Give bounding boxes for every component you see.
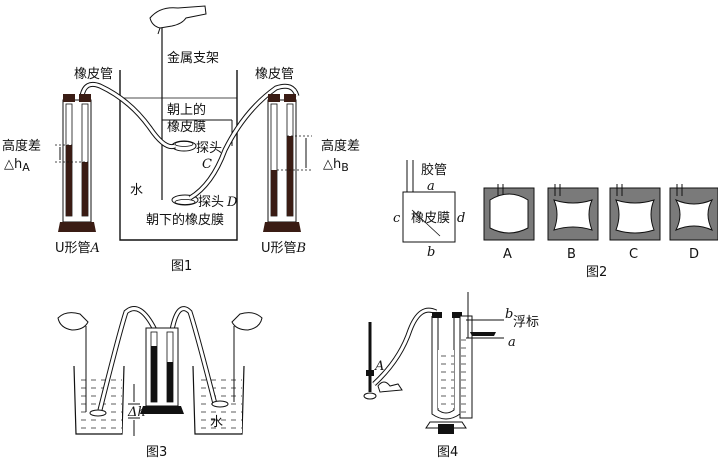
clamp-a	[366, 370, 374, 376]
option-b-label: B	[567, 247, 576, 262]
water-label: 水	[210, 415, 223, 430]
height-diff-right-label: 高度差	[321, 138, 360, 154]
rubber-tube-left	[79, 81, 176, 150]
u-tube-center	[140, 327, 184, 414]
flame-icon	[377, 381, 403, 393]
side-d-label: d	[457, 211, 465, 226]
u-tube-a	[58, 94, 96, 232]
figure-1: 橡皮管 橡皮管 金属支架 朝上的 橡皮膜 探头 C 水 探头 D 朝下的橡皮膜 …	[2, 5, 360, 274]
side-c-label: c	[393, 211, 401, 226]
beaker-left	[73, 365, 125, 435]
probe-left	[89, 409, 107, 417]
hand-icon	[231, 312, 263, 331]
hose-left	[98, 307, 157, 411]
hose-right	[170, 307, 217, 405]
u-tube-a-label: U形管A	[55, 241, 100, 256]
figure-1-caption: 图1	[171, 259, 192, 274]
probe-c-letter: C	[202, 157, 212, 172]
side-a-label: a	[427, 179, 435, 194]
hand-icon	[149, 5, 207, 35]
metal-stand-label: 金属支架	[167, 50, 219, 66]
membrane-up-label-1: 朝上的	[167, 102, 206, 118]
rubber-tube-right-label: 橡皮管	[255, 67, 294, 82]
option-box-b	[547, 184, 599, 241]
membrane-label: 橡皮膜	[411, 211, 450, 226]
float-label: 浮标	[513, 315, 539, 330]
option-a-label: A	[503, 247, 512, 262]
probe-c-label: 探头	[196, 141, 222, 156]
mark-A-label: A	[374, 359, 384, 374]
mark-a-label: a	[508, 335, 516, 350]
beaker	[119, 70, 238, 241]
membrane-up-label-2: 橡皮膜	[167, 120, 206, 135]
probe-c-membrane	[174, 141, 194, 147]
delta-h-label: Δh	[127, 405, 146, 420]
option-d-label: D	[689, 247, 699, 262]
water-label: 水	[130, 183, 143, 198]
burner-base	[363, 392, 377, 400]
probe-d-letter: D	[226, 195, 238, 210]
glue-tube-label: 胶管	[421, 162, 447, 178]
probe-d-membrane	[174, 199, 196, 205]
figure-2: 胶管 橡皮膜 a b c d A B C D 图2	[393, 160, 718, 280]
membrane-box	[402, 191, 456, 243]
option-box-d	[669, 184, 718, 241]
beaker-right	[192, 365, 245, 435]
figure-4: b a 浮标 A 图4	[363, 292, 539, 460]
figure-2-caption: 图2	[586, 265, 607, 280]
option-c-label: C	[629, 247, 638, 262]
side-b-label: b	[427, 245, 435, 260]
membrane-down-label: 朝下的橡皮膜	[146, 212, 224, 228]
hand-icon	[57, 312, 89, 331]
rubber-tube-left-label: 橡皮管	[74, 67, 113, 82]
u-tube-b-label: U形管B	[261, 241, 306, 256]
pointer-line	[411, 209, 441, 237]
option-box-c	[609, 184, 661, 241]
delta-h-b-label: △hB	[323, 157, 349, 174]
probe-d-label: 探头	[198, 195, 224, 210]
probe-right	[211, 400, 229, 408]
mark-b-label: b	[505, 307, 513, 322]
figure-3: Δh 水 图3	[57, 306, 263, 460]
connecting-tube	[372, 308, 437, 386]
rubber-tube-left	[80, 82, 176, 149]
float-water	[461, 338, 471, 416]
figure-4-caption: 图4	[437, 445, 458, 460]
rubber-tube-right	[189, 84, 299, 200]
delta-h-a-label: △hA	[4, 157, 30, 174]
height-diff-left-label: 高度差	[2, 138, 41, 154]
option-box-a	[483, 184, 535, 241]
figure-3-caption: 图3	[146, 445, 167, 460]
u-tube-b	[263, 94, 301, 232]
float-marker	[470, 332, 496, 336]
